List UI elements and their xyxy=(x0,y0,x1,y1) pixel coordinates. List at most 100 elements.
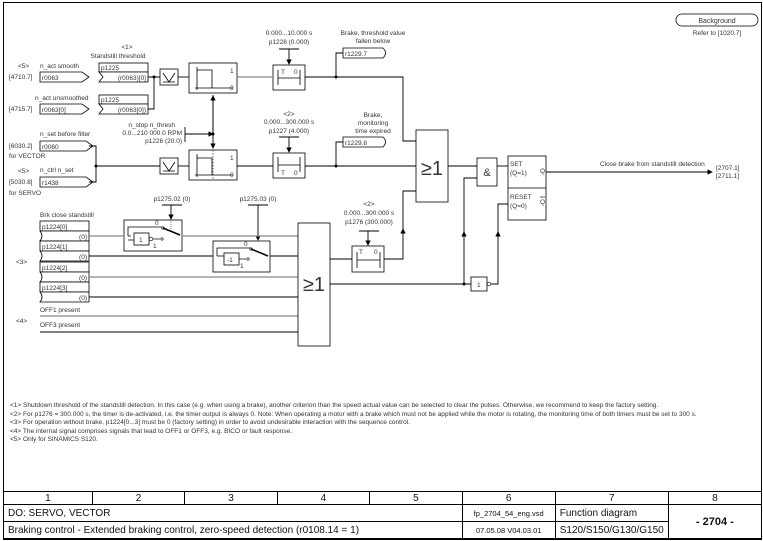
footnote-text: Only for SINAMICS S120. xyxy=(23,436,98,444)
col-6: 6 xyxy=(461,491,556,505)
footnote-tag: <3> xyxy=(10,419,22,427)
column-number-row: 1 2 3 4 5 6 7 8 xyxy=(3,491,763,505)
param-p1224-2: p1224[2] xyxy=(42,265,67,272)
switch-pos1: 1 xyxy=(153,243,157,250)
signal-label: n_set before filter xyxy=(40,131,91,138)
input-n-act-smooth: <5> n_act smooth [4710.7] r0063 xyxy=(9,63,90,83)
not-gate: 1 xyxy=(470,276,492,292)
reset-sub-label: (Q=0) xyxy=(510,203,527,210)
signal-label: n_act smooth xyxy=(40,63,79,70)
footnote-2-marker: <2> xyxy=(283,111,294,118)
abs-value-block-2 xyxy=(159,157,179,175)
brake-close-title: Brk close standstill xyxy=(40,212,94,219)
refer-to-text: Refer to [1020.7] xyxy=(693,30,742,37)
or-gate-1: ≥1 xyxy=(415,129,449,203)
background-badge[interactable]: Background xyxy=(675,13,759,27)
output-label: Brake, threshold value xyxy=(341,30,406,37)
footnote-tag: <5> xyxy=(10,436,22,444)
brake-close-param-2[interactable]: p1224[2](0) xyxy=(39,261,90,283)
timer1-range: 0.000...10.000 s xyxy=(266,30,313,37)
n-stop-range: 0.0...210 000.0 RPM xyxy=(122,130,182,137)
timer-t-label: T xyxy=(281,69,285,76)
footnote-4: <4> The internal signal comprises signal… xyxy=(10,428,762,437)
cross-ref[interactable]: [6030.2] xyxy=(9,143,33,150)
footnote-3: <3> For operation without brake, p1224[0… xyxy=(10,419,762,428)
cross-ref[interactable]: [4710.7] xyxy=(9,74,33,81)
set-sub-label: (Q=1) xyxy=(510,170,527,177)
param-r0063[interactable]: r0063 xyxy=(42,75,59,82)
signal-label: n_ctrl n_set xyxy=(40,167,74,174)
off3-label: OFF3 present xyxy=(40,322,80,329)
footnote-text: For p1276 = 300.000 s, the timer is de-a… xyxy=(23,410,697,418)
diagram-title: Braking control - Extended braking contr… xyxy=(3,521,463,539)
param-p1275-02[interactable]: p1275.02 (0) xyxy=(154,196,191,203)
footnote-1-marker: <1> xyxy=(121,44,132,51)
invert-label: 1 xyxy=(139,237,143,244)
cross-ref-2707[interactable]: [2707.1] xyxy=(716,165,740,172)
param-p1224-3: p1224[3] xyxy=(42,285,67,292)
switch-1: 1 0 1 xyxy=(123,219,183,252)
brake-close-param-0[interactable]: p1224[0](0) xyxy=(39,220,90,242)
output-r1229-8[interactable]: r1229.8 xyxy=(342,136,386,148)
param-p1224-0: p1224[0] xyxy=(42,224,67,231)
footnote-1: <1> Shutdown threshold of the standstill… xyxy=(10,402,762,411)
footnote-3-marker: <3> xyxy=(16,259,27,266)
brake-close-param-1[interactable]: p1224[1](0) xyxy=(39,240,90,262)
param-r0063-0[interactable]: r0063[0] xyxy=(42,107,66,114)
timer2-range: 0.000...300.000 s xyxy=(264,119,315,126)
param-value: (0) xyxy=(79,295,87,302)
col-2: 2 xyxy=(91,491,186,505)
file-name: fp_2704_54_eng.vsd xyxy=(461,504,556,522)
timer-t-label: T xyxy=(359,249,363,256)
input-n-set-before-filter: n_set before filter [6030.2] r0060 for V… xyxy=(9,131,94,160)
cross-ref[interactable]: [4715.7] xyxy=(9,106,33,113)
reset-label: RESET xyxy=(510,194,532,201)
selector-p1225-2[interactable]: p1225 (r0063[0]) xyxy=(98,94,149,115)
timer3-range: 0.000...300.000 s xyxy=(344,210,395,217)
cross-ref[interactable]: [5030.8] xyxy=(9,179,33,186)
col-4: 4 xyxy=(276,491,371,505)
selector-p1225-1[interactable]: p1225 (r0063)[0] xyxy=(98,62,149,83)
param-p1227[interactable]: p1227 (4.000) xyxy=(269,128,309,135)
drive-object-line: DO: SERVO, VECTOR xyxy=(3,504,463,522)
param-p1226[interactable]: p1226 (20.0) xyxy=(145,138,182,145)
date-version: 07.05.08 V04.03.01 xyxy=(461,521,556,539)
close-brake-label: Close brake from standstill detection xyxy=(600,161,705,168)
switch-2: -1 0 1 xyxy=(212,240,271,273)
col-3: 3 xyxy=(184,491,278,505)
timer-1: T 0 xyxy=(272,64,306,91)
switch-pos0: 0 xyxy=(155,220,159,227)
comparator-2: 1 0 xyxy=(188,149,238,181)
cross-ref-2711[interactable]: [2711.1] xyxy=(716,173,739,180)
footnote-text: Shutdown threshold of the standstill det… xyxy=(23,402,659,409)
output-r1229-7[interactable]: r1229.7 xyxy=(342,47,386,59)
or-gate-label: ≥1 xyxy=(303,274,325,296)
switch-pos0: 0 xyxy=(244,241,248,248)
output-label: monitoring xyxy=(358,120,389,127)
param-r1438[interactable]: r1438 xyxy=(42,180,59,187)
comparator-1: 1 0 xyxy=(188,62,238,94)
param-r1229-7: r1229.7 xyxy=(345,51,367,58)
device-list: S120/S150/G130/G150 xyxy=(554,521,669,539)
n-stop-label: n_stop n_thresh xyxy=(128,122,175,129)
and-gate: & xyxy=(476,157,498,187)
param-p1276[interactable]: p1276 (300.000) xyxy=(345,219,393,226)
brake-close-param-3[interactable]: p1224[3] (0) xyxy=(39,281,90,303)
timer-2: T 0 xyxy=(272,152,306,179)
param-r1229-8: r1229.8 xyxy=(345,140,367,147)
footnote-5-marker: <5> xyxy=(18,168,29,175)
param-r0060[interactable]: r0060 xyxy=(42,144,59,151)
footnote-text: The internal signal comprises signals th… xyxy=(22,427,293,435)
switch-pos1: 1 xyxy=(240,263,244,270)
negate-label: -1 xyxy=(227,257,233,264)
q-label: Q xyxy=(540,168,545,175)
param-p1275-03[interactable]: p1275.03 (0) xyxy=(240,196,277,203)
out-high-label: 1 xyxy=(230,68,234,75)
out-low-label: 0 xyxy=(230,85,234,92)
variant-note: for VECTOR xyxy=(9,153,46,160)
and-gate-label: & xyxy=(483,167,491,179)
not-gate-label: 1 xyxy=(477,282,481,289)
param-p1228[interactable]: p1228 (0.000) xyxy=(269,39,309,46)
footnote-tag: <2> xyxy=(10,410,22,418)
